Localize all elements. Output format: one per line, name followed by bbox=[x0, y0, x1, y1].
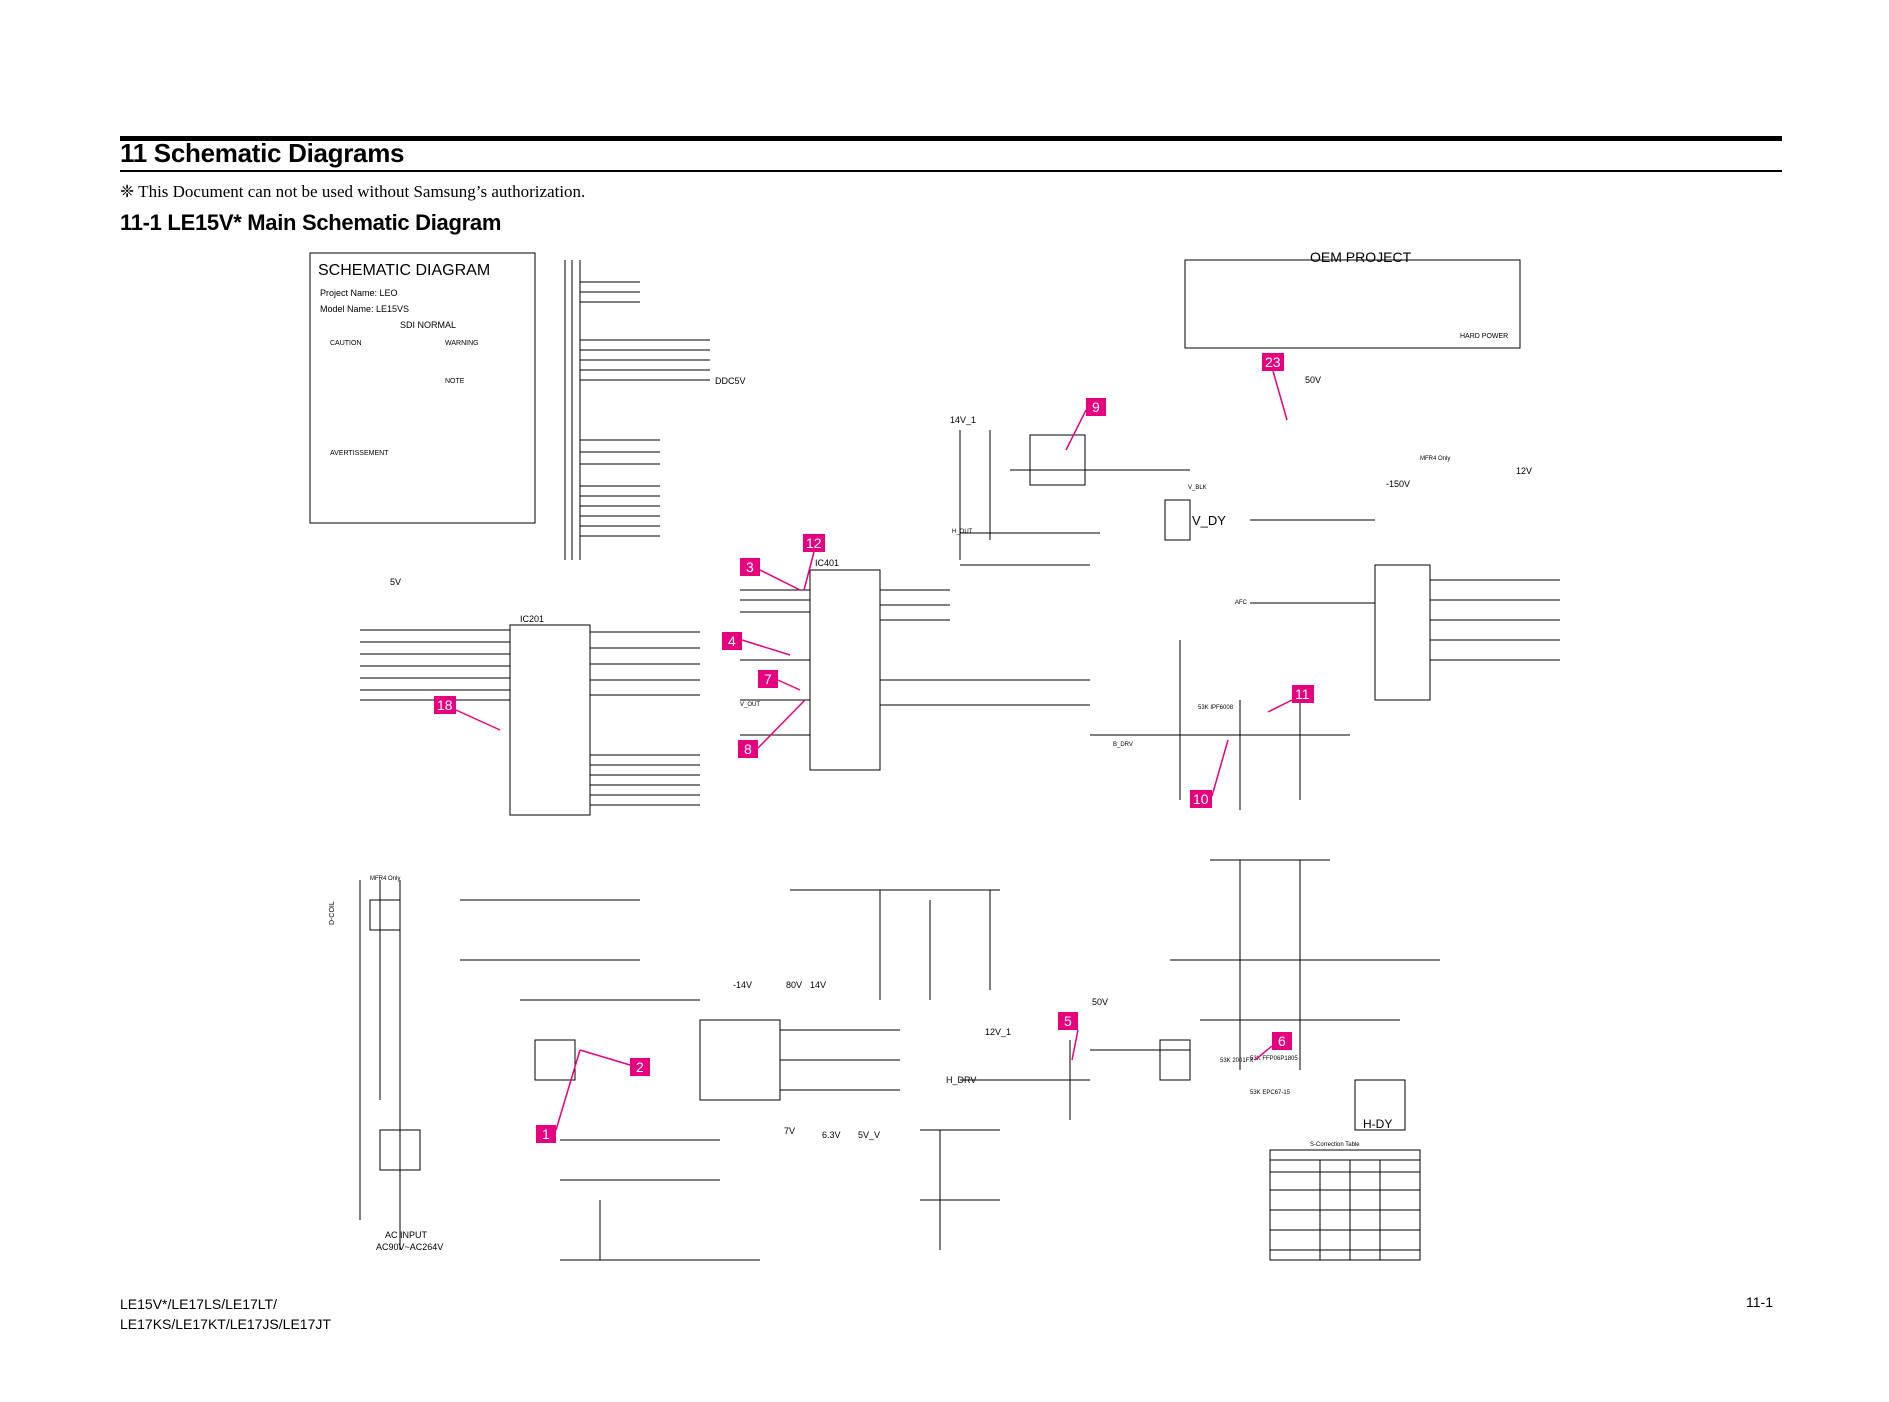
ic201-label: IC201 bbox=[520, 614, 544, 624]
marker-11: 11 bbox=[1292, 685, 1314, 703]
marker-5: 5 bbox=[1058, 1012, 1078, 1030]
h-dy-label: H-DY bbox=[1363, 1117, 1392, 1131]
note-label: NOTE bbox=[445, 378, 465, 385]
afc-label: AFC bbox=[1235, 600, 1248, 606]
vert-ic-body bbox=[1029, 434, 1086, 486]
svg-text:6: 6 bbox=[1278, 1033, 1286, 1049]
svg-text:1: 1 bbox=[542, 1126, 550, 1142]
vm14-label: -14V bbox=[733, 980, 752, 990]
marker-4: 4 bbox=[722, 632, 742, 650]
marker-23: 23 bbox=[1262, 353, 1284, 371]
h-out-label: H_OUT bbox=[952, 529, 973, 535]
svg-text:5: 5 bbox=[1064, 1013, 1072, 1029]
v12-label: 12V bbox=[1516, 466, 1532, 476]
h-drv-label: H_DRV bbox=[946, 1075, 976, 1085]
marker-10: 10 bbox=[1190, 790, 1212, 808]
oem-project-box bbox=[1184, 259, 1521, 349]
b-drv-label: B_DRV bbox=[1113, 742, 1133, 748]
d-coil bbox=[369, 899, 401, 931]
title-block-frame bbox=[309, 252, 536, 524]
v50-label: 50V bbox=[1305, 375, 1321, 385]
v12-1-label: 12V_1 bbox=[985, 1027, 1011, 1037]
bdc6008-label: 53K IPF6008 bbox=[1198, 705, 1234, 711]
s-correction-title: S-Correction Table bbox=[1310, 1142, 1360, 1148]
marker-3: 3 bbox=[740, 558, 760, 576]
v5-label: 5V bbox=[390, 577, 401, 587]
model-name: Model Name: LE15VS bbox=[320, 304, 409, 314]
section-title: 11-1 LE15V* Main Schematic Diagram bbox=[120, 210, 502, 235]
marker-1: 1 bbox=[536, 1125, 556, 1143]
v-out-label: V_OUT bbox=[740, 702, 760, 708]
svg-text:12: 12 bbox=[806, 535, 822, 551]
schematic-heading: SCHEMATIC DIAGRAM bbox=[318, 262, 490, 279]
vm150-label: -150V bbox=[1386, 479, 1410, 489]
marker-7: 7 bbox=[758, 670, 778, 688]
flyback-transformer bbox=[1374, 564, 1431, 701]
v14-label: 14V bbox=[810, 980, 826, 990]
project-name: Project Name: LEO bbox=[320, 288, 398, 298]
model-list: LE15V*/LE17LS/LE17LT/ LE17KS/LE17KT/LE17… bbox=[120, 1294, 331, 1334]
line-filter bbox=[379, 1129, 421, 1171]
version-label: SDI NORMAL bbox=[400, 320, 456, 330]
avertissement-label: AVERTISSEMENT bbox=[330, 450, 389, 457]
model-list-line-2: LE17KS/LE17KT/LE17JS/LE17JT bbox=[120, 1316, 331, 1332]
reference-markers: 1 2 3 4 5 6 7 8 9 10 11 12 18 23 bbox=[434, 353, 1314, 1143]
svg-text:11: 11 bbox=[1295, 686, 1310, 702]
s-correction-table bbox=[1269, 1149, 1421, 1261]
d-coil-label: D-COIL bbox=[329, 901, 336, 925]
bdc2001-label: 53K 2001FX bbox=[1220, 1058, 1253, 1064]
v-dy-label: V_DY bbox=[1192, 513, 1226, 528]
mfr-only-label-2: MFR4 Only bbox=[370, 876, 400, 882]
h-dy-coil bbox=[1354, 1079, 1406, 1131]
svg-text:9: 9 bbox=[1092, 399, 1100, 415]
header-rule bbox=[120, 170, 1782, 172]
model-list-line-1: LE15V*/LE17LS/LE17LT/ bbox=[120, 1296, 277, 1312]
v50-2-label: 50V bbox=[1092, 997, 1108, 1007]
mfr-only-label: MFR4 Only bbox=[1420, 456, 1450, 462]
authorization-notice: ❈ This Document can not be used without … bbox=[120, 182, 586, 201]
warning-label: WARNING bbox=[445, 340, 479, 347]
pwm-ic bbox=[534, 1039, 576, 1081]
marker-12: 12 bbox=[803, 534, 825, 552]
v14-1-label: 14V_1 bbox=[950, 415, 976, 425]
v-blk-label: V_BLK bbox=[1188, 485, 1207, 491]
hv-transformer bbox=[1159, 1039, 1191, 1081]
oem-title: OEM PROJECT bbox=[1310, 249, 1412, 265]
v5v-label: 5V_V bbox=[858, 1130, 880, 1140]
v7-label: 7V bbox=[784, 1126, 795, 1136]
svg-text:4: 4 bbox=[728, 633, 736, 649]
marker-8: 8 bbox=[738, 740, 758, 758]
svg-text:2: 2 bbox=[636, 1059, 644, 1075]
marker-9: 9 bbox=[1086, 398, 1106, 416]
svg-text:8: 8 bbox=[744, 741, 752, 757]
epc-label: 53K EPC67-15 bbox=[1250, 1090, 1291, 1096]
smps-transformer bbox=[699, 1019, 781, 1101]
hard-power-label: HARD POWER bbox=[1460, 333, 1508, 340]
page-number: 11-1 bbox=[1746, 1294, 1773, 1310]
ddc5v-label: DDC5V bbox=[715, 376, 746, 386]
svg-text:7: 7 bbox=[764, 671, 772, 687]
marker-6: 6 bbox=[1272, 1032, 1292, 1050]
svg-text:18: 18 bbox=[437, 697, 453, 713]
v80-label: 80V bbox=[786, 980, 802, 990]
svg-text:23: 23 bbox=[1265, 354, 1281, 370]
ac-range-label: AC90V~AC264V bbox=[376, 1242, 443, 1252]
ac-input-label: AC INPUT bbox=[385, 1230, 428, 1240]
header-bar bbox=[120, 136, 1782, 141]
svg-text:3: 3 bbox=[746, 559, 754, 575]
ic401-body bbox=[809, 569, 881, 771]
marker-18: 18 bbox=[434, 696, 456, 714]
ic401-label: IC401 bbox=[815, 558, 839, 568]
ic201-body bbox=[509, 624, 591, 816]
caution-label: CAUTION bbox=[330, 340, 362, 347]
v63-label: 6.3V bbox=[822, 1130, 841, 1140]
ffp-label: 53K FFP06P1805 bbox=[1250, 1056, 1298, 1062]
page-title: 11 Schematic Diagrams bbox=[120, 138, 405, 168]
svg-text:10: 10 bbox=[1193, 791, 1209, 807]
v-dy-coil bbox=[1164, 499, 1191, 541]
marker-leaders bbox=[455, 370, 1293, 1131]
marker-2: 2 bbox=[630, 1058, 650, 1076]
